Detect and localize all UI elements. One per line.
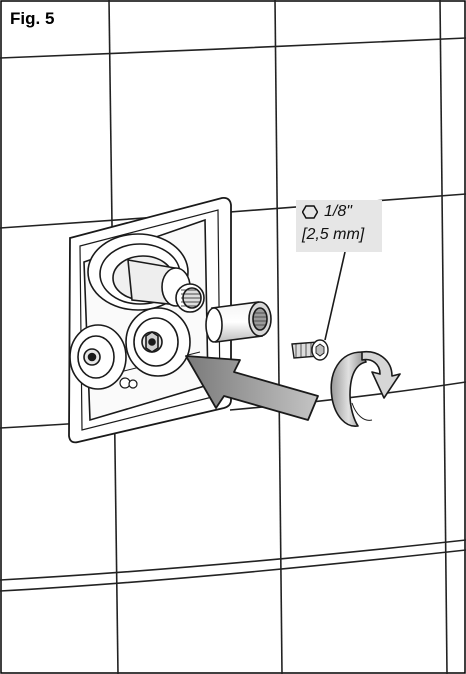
tile-line-h1: [0, 37, 466, 59]
rotation-arrow-icon: [330, 351, 401, 427]
leader-line: [324, 251, 346, 341]
valve-cartridge: [87, 233, 205, 313]
insert-direction-arrow: [185, 355, 319, 421]
tile-line-v2: [274, 0, 283, 674]
port-left: [69, 324, 127, 390]
tool-spec-imperial-row: 1/8": [302, 203, 352, 221]
spline-adapter: [205, 301, 272, 343]
hex-key-icon: [302, 205, 318, 219]
mounting-holes: [119, 377, 138, 389]
tool-size-metric: [2,5 mm]: [302, 226, 365, 243]
tile-line-h4: [0, 539, 466, 581]
tool-spec-callout: 1/8" [2,5 mm]: [296, 200, 382, 252]
figure-label: Fig. 5: [8, 8, 59, 30]
tool-size-imperial: 1/8": [324, 203, 352, 220]
tile-line-h2: [0, 193, 466, 229]
port-right: [125, 307, 191, 377]
tile-line-v3: [439, 0, 448, 674]
tile-line-h4b: [0, 549, 466, 592]
spline-lines: [181, 289, 201, 307]
set-screw: [291, 339, 329, 361]
